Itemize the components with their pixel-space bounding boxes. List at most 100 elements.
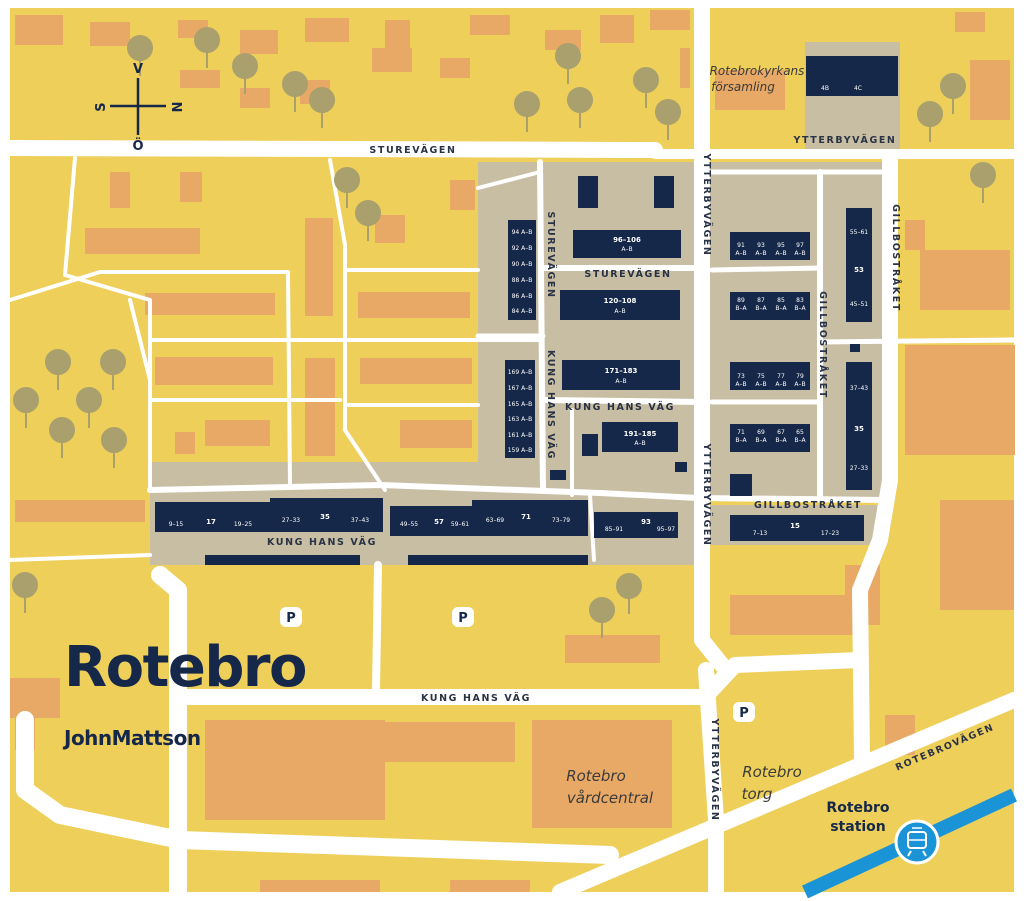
building-label: 84 A–B [512,308,533,315]
svg-text:P: P [286,611,296,626]
building-label: 35 [320,513,330,521]
compass-north: N [168,102,183,113]
building-label: A–B [634,440,645,447]
building-label: A–B [735,381,746,388]
building-label: 95–97 [657,526,675,533]
building-label: B–A [775,437,787,444]
building-label: A–B [614,308,625,315]
parking-icon: P [280,607,302,627]
building-label: 191–185 [624,430,657,438]
building-label: A–B [755,381,766,388]
building-label: B–A [794,437,806,444]
building-label: 95 [777,242,785,249]
building-label: 9–15 [169,521,184,528]
building-label: 49–55 [400,521,418,528]
building-label: A–B [755,250,766,257]
street-label-kung-hans-south: KUNG HANS VÄG [421,693,531,704]
building-label: 79 [796,373,804,380]
building-120-108 [560,290,680,320]
building-label: 37–43 [351,517,369,524]
building-label: 7–13 [753,530,768,537]
building-label: A–B [775,381,786,388]
street-label-ytterbyvagen-south: YTTERBYVÄGEN [709,718,720,822]
brand-logo: JohnMattson [64,726,201,750]
building-label: 167 A–B [508,385,533,392]
building-label: A–B [794,250,805,257]
svg-text:P: P [739,706,749,721]
street-label-sturevagen-inner: STUREVÄGEN [584,269,671,280]
parking-icon: P [733,702,755,722]
building-label: 35 [854,425,864,433]
building-label: 59–61 [451,521,469,528]
building-label: A–B [775,250,786,257]
buildings [155,56,898,565]
church-building [806,56,898,96]
street-label-gillbostraket-east: GILLBOSTRÅKET [890,204,901,312]
building-label: 77 [777,373,785,380]
church-number-4c: 4C [854,85,862,92]
map-title: Rotebro [64,635,308,700]
building-kung-hans-right [594,512,678,538]
building-label: 75 [757,373,765,380]
building-label: 57 [434,518,444,526]
building-label: 55–61 [850,229,868,236]
building-label: 65 [796,429,804,436]
building-label: 120–108 [604,297,637,305]
building-label: 73–79 [552,517,570,524]
building-label: 83 [796,297,804,304]
building-96-106 [573,230,681,258]
building-label: 89 [737,297,745,304]
building-label: A–B [615,378,626,385]
building-label: 71 [737,429,745,436]
building-label: B–A [794,305,806,312]
plots [10,10,1015,892]
place-label-torg-2: torg [742,785,773,803]
building-label: B–A [755,305,767,312]
street-label-ytterbyvagen-north: YTTERBYVÄGEN [701,153,712,257]
building-column-84-94 [508,220,536,320]
street-label-ytterbyvagen-mid: YTTERBYVÄGEN [701,443,712,547]
place-label-church-1: Rotebrokyrkans [710,64,805,78]
place-label-station-1: Rotebro [826,800,890,816]
building-label: 94 A–B [512,229,533,236]
building-label: 159 A–B [508,447,533,454]
parking-icon: P [452,607,474,627]
street-label-sturevagen-vertical: STUREVÄGEN [545,211,556,298]
street-label-kung-hans-lower: KUNG HANS VÄG [267,537,377,548]
building-73-79 [730,362,810,390]
building-east-north [846,208,872,322]
building-label: 96–106 [613,236,641,244]
building-column-159-169 [505,360,535,458]
place-label-vardcentral-1: Rotebro [566,767,626,785]
place-label-station-2: station [830,819,886,835]
place-label-vardcentral-2: vårdcentral [567,789,654,807]
building-label: A–B [735,250,746,257]
church-number-4b: 4B [821,85,829,92]
street-label-gillbostraket-inner: GILLBOSTRÅKET [817,291,828,399]
building-label: 19–25 [234,521,252,528]
building-label: 37–43 [850,385,868,392]
building-labels: 4B 4C 96–106 A–B 120–108 A–B 171–183 A–B… [169,85,869,537]
svg-text:P: P [458,611,468,626]
building-label: 67 [777,429,785,436]
building-label: 86 A–B [512,293,533,300]
building-label: 92 A–B [512,245,533,252]
building-label: B–A [775,305,787,312]
building-label: 91 [737,242,745,249]
building-191-185 [602,422,678,452]
building-label: 17 [206,518,216,526]
street-label-ytterbyvagen-top: YTTERBYVÄGEN [793,135,897,146]
compass-east: Ö [132,138,143,154]
parking-markers: P P P [280,607,755,722]
building-label: 69 [757,429,765,436]
building-label: 88 A–B [512,277,533,284]
building-label: A–B [794,381,805,388]
street-label-kung-hans-inner: KUNG HANS VÄG [565,402,675,413]
building-gillbo-bottom [730,515,864,541]
building-label: 93 [757,242,765,249]
building-label: 17–23 [821,530,839,537]
building-label: 15 [790,522,800,530]
building-label: 87 [757,297,765,304]
